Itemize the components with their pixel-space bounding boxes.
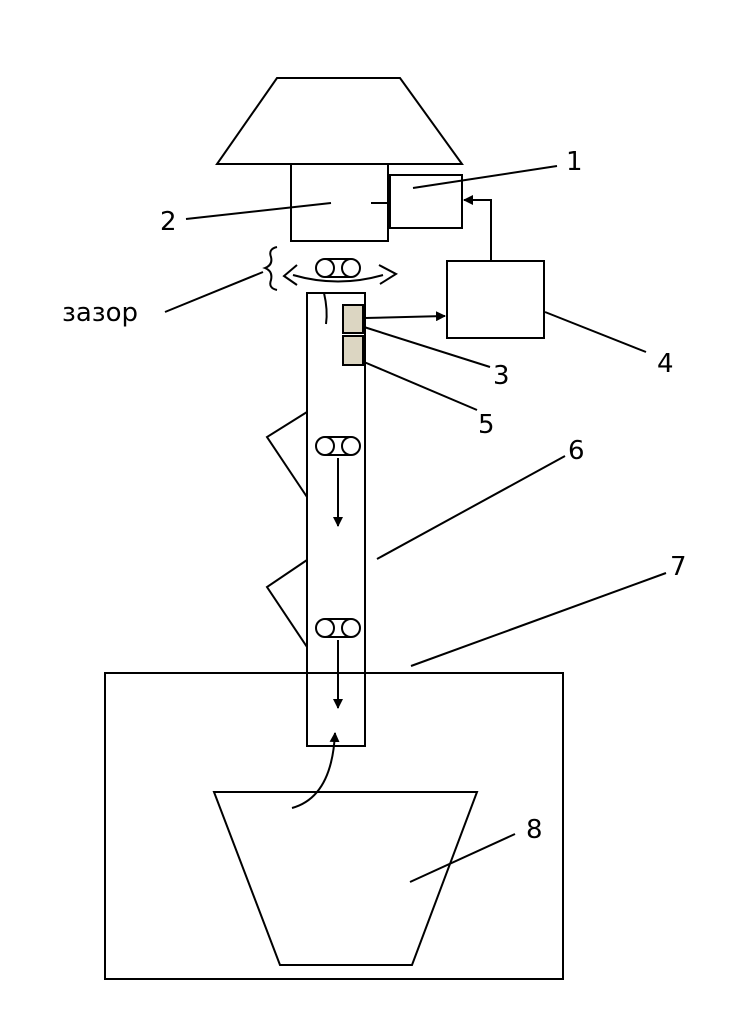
leader-5 xyxy=(363,361,478,411)
leader-2 xyxy=(185,202,332,220)
leader-8 xyxy=(409,833,516,883)
rising-arrow xyxy=(291,732,340,809)
middle-roller-pair xyxy=(315,436,361,456)
leader-6 xyxy=(376,455,566,560)
block-1 xyxy=(389,174,463,229)
vessel-8 xyxy=(212,791,479,966)
leader-4 xyxy=(544,311,647,353)
label-1: 1 xyxy=(566,147,583,177)
roller-swing-arc xyxy=(292,274,384,283)
strip-entry-line xyxy=(323,292,328,325)
label-gap: зазор xyxy=(62,298,138,328)
column-6 xyxy=(306,292,366,747)
label-2: 2 xyxy=(160,207,177,237)
gap-brace xyxy=(262,246,278,291)
roller-arc-left-head xyxy=(282,264,298,286)
sensor-3 xyxy=(342,304,364,334)
label-3: 3 xyxy=(493,361,510,391)
side-bracket-upper xyxy=(265,411,308,498)
label-8: 8 xyxy=(526,815,543,845)
top-roller-pair xyxy=(315,258,361,278)
block-4 xyxy=(446,260,545,339)
sensor-5 xyxy=(342,335,364,366)
leader-3 xyxy=(363,326,491,368)
leader-gap xyxy=(164,271,264,313)
label-6: 6 xyxy=(568,436,585,466)
label-5: 5 xyxy=(478,410,495,440)
label-7: 7 xyxy=(670,552,687,582)
side-bracket-lower xyxy=(265,559,308,648)
lower-roller-pair xyxy=(315,618,361,638)
leader-1 xyxy=(412,165,558,189)
leader-7 xyxy=(410,572,667,667)
signal-arrow-3-to-4 xyxy=(364,311,446,322)
label-4: 4 xyxy=(657,349,674,379)
box-7 xyxy=(104,672,564,980)
feedback-arrow-4-to-1 xyxy=(463,195,492,261)
roller-arc-right-head xyxy=(378,264,399,285)
hood-trapezoid xyxy=(215,77,464,165)
